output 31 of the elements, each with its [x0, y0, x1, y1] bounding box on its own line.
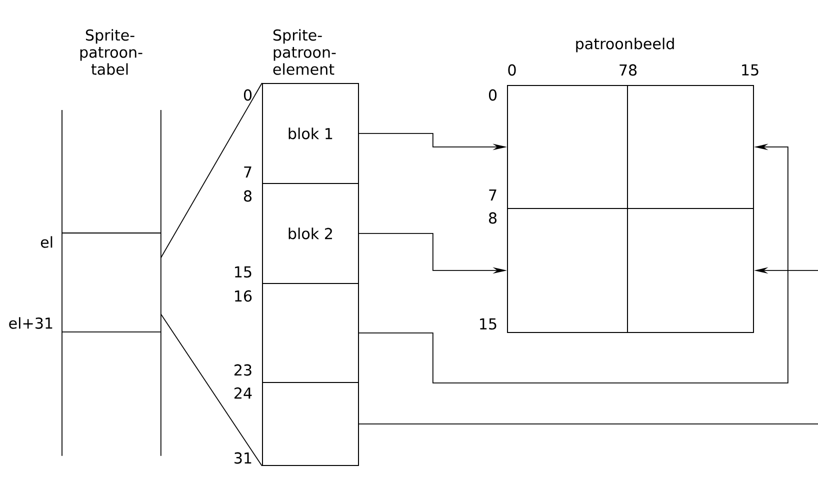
row-number: 31	[234, 452, 252, 464]
row-number: 8	[244, 190, 252, 202]
row-number: 23	[234, 364, 252, 376]
grid-quadrant	[507, 208, 628, 333]
row-number: 0	[244, 89, 252, 101]
row-number: 7	[489, 190, 496, 200]
row-number: 0	[508, 64, 516, 76]
memory-block	[262, 283, 359, 383]
memory-block: blok 2	[262, 183, 359, 284]
grid-quadrant	[627, 208, 754, 333]
row-number: 24	[234, 387, 252, 399]
row-number: 78	[620, 64, 637, 76]
row-number: 7	[244, 166, 252, 178]
row-number: 8	[489, 212, 497, 224]
memory-block: blok 1	[262, 83, 359, 184]
row-number: el	[40, 236, 52, 248]
zoom-line	[160, 314, 262, 466]
node-label: Sprite- patroon- element	[273, 29, 336, 75]
zoom-line	[160, 82, 262, 258]
grid-quadrant	[627, 85, 754, 209]
row-number: 15	[235, 266, 252, 278]
table-entry-band	[62, 232, 162, 332]
row-number: 15	[480, 318, 496, 330]
column-lines: Sprite- patroon- tabel	[62, 29, 162, 456]
memory-block	[262, 382, 359, 466]
grid-quadrant	[507, 85, 628, 209]
row-number: 16	[235, 290, 252, 302]
row-number: el+31	[9, 317, 52, 329]
node-label: patroonbeeld	[576, 38, 674, 52]
row-number: 0	[488, 89, 497, 101]
row-number: 15	[742, 64, 758, 76]
